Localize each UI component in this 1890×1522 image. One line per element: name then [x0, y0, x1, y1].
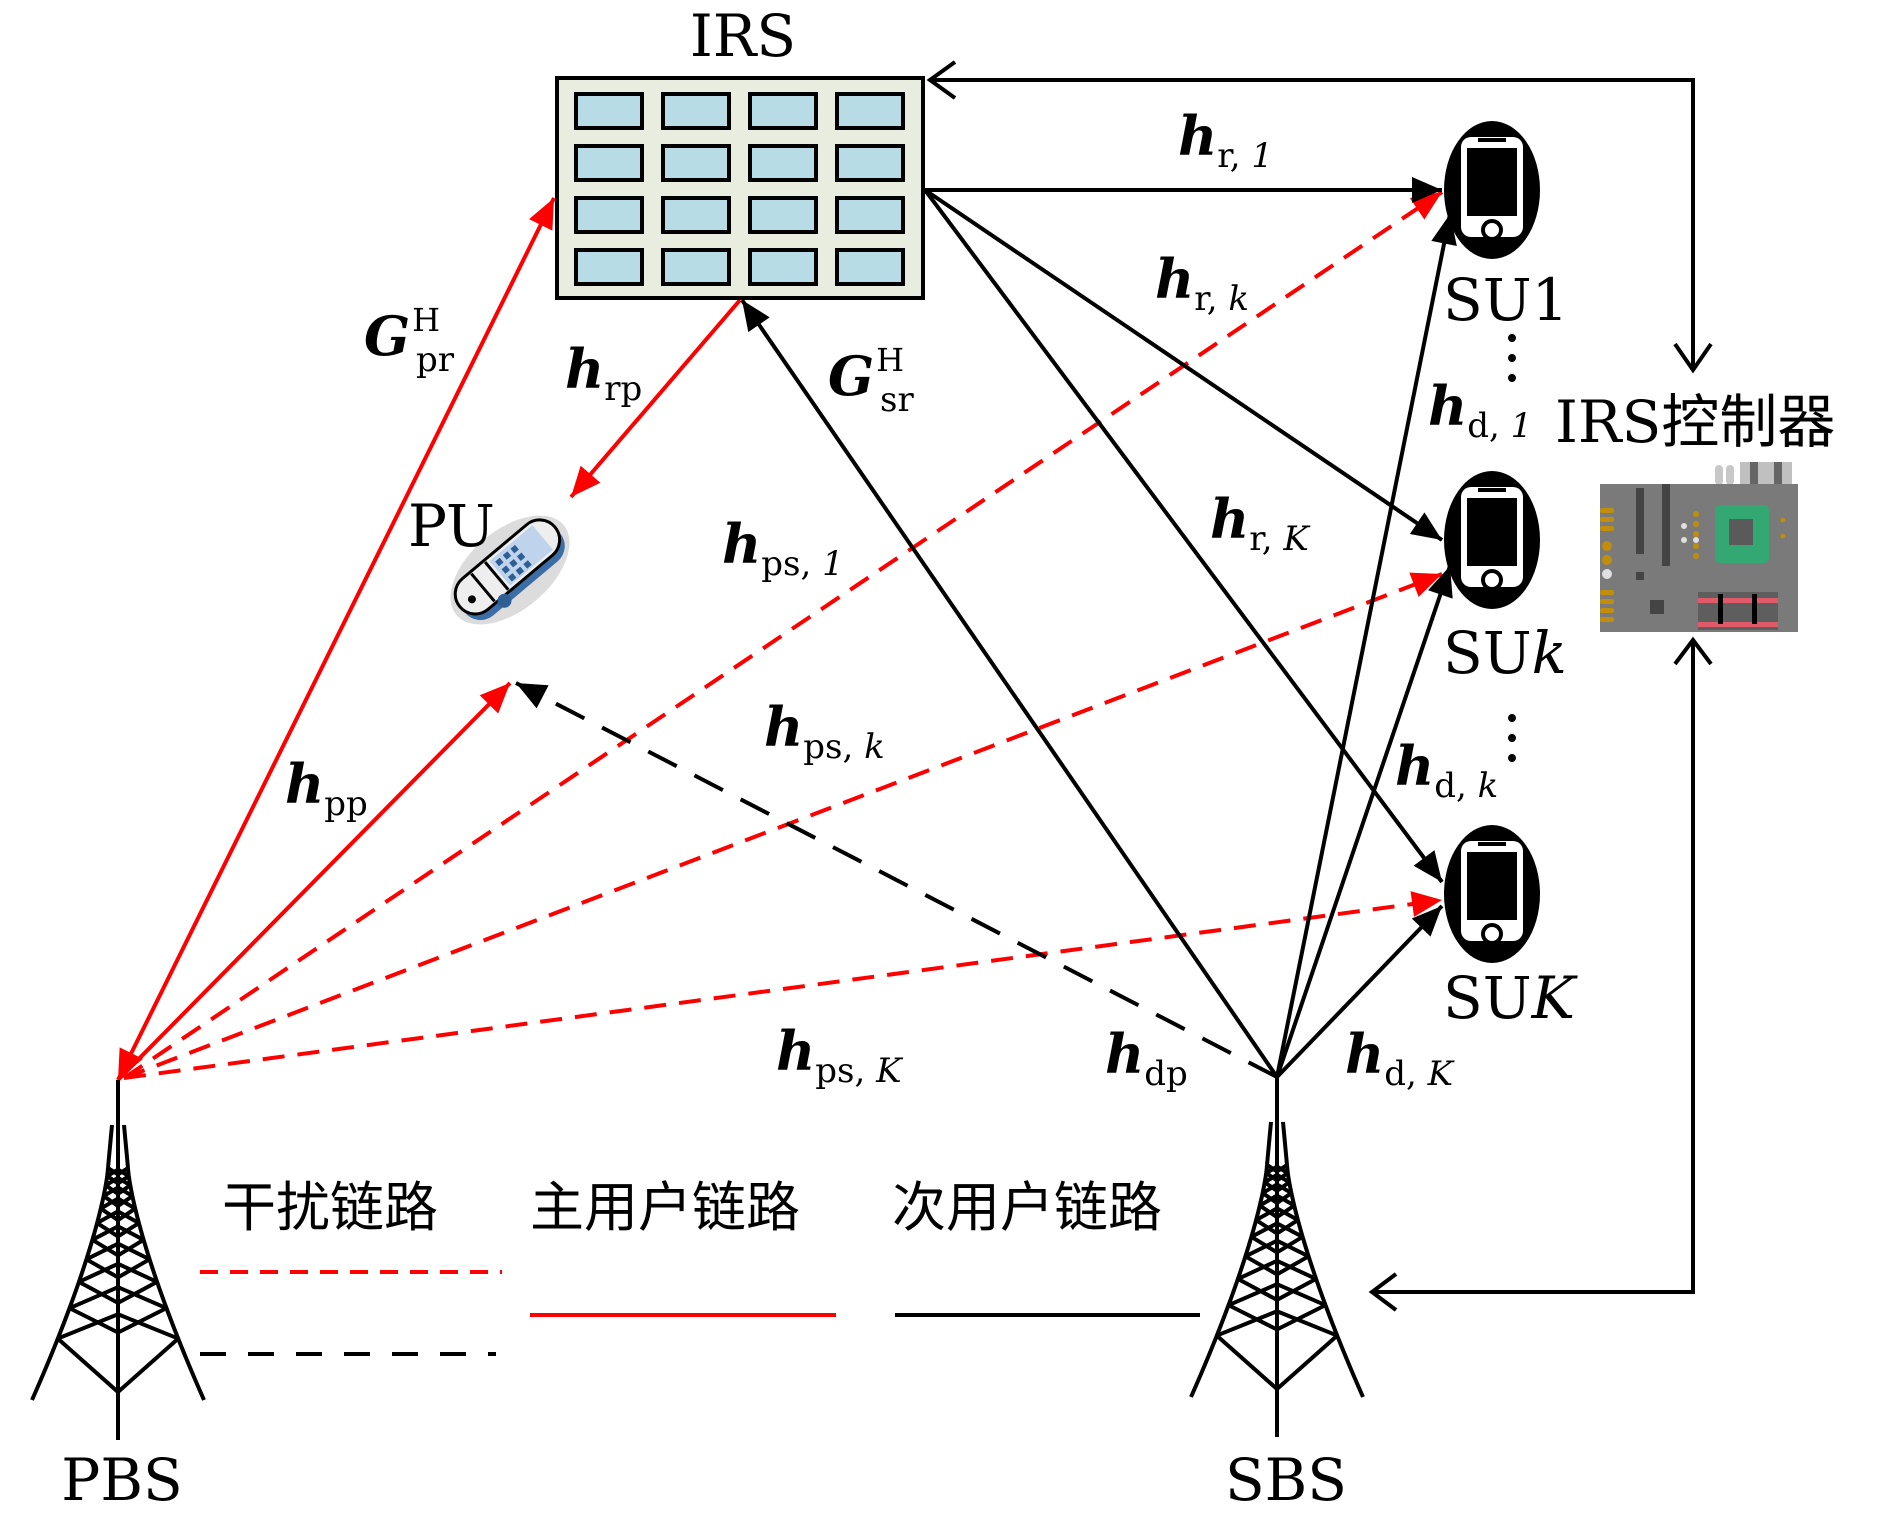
channel-label-h_d1: hd, 1: [1428, 374, 1532, 446]
sbs-arrow-head-icon: [1368, 1272, 1398, 1312]
irs-element: [574, 144, 644, 182]
suK-phone-icon: [1444, 825, 1540, 963]
arrow-head-icon: [571, 465, 601, 497]
ellipsis-su1-suk: [1508, 334, 1516, 382]
arrow-head-icon: [479, 683, 510, 714]
channel-label-h_ps1: hps, 1: [722, 512, 844, 584]
irs-element: [661, 248, 731, 286]
controller-board-icon: [1600, 462, 1798, 632]
link-h_dp: [515, 681, 1278, 1079]
irs-element: [835, 196, 905, 234]
ellipsis-suk-suK: [1508, 714, 1516, 762]
channel-label-h_rk: hr, k: [1155, 247, 1249, 319]
link-h_d1: [1275, 213, 1452, 1078]
channel-label-h_psk: hps, k: [764, 695, 885, 767]
link-h_psk: [123, 572, 1443, 1080]
irs-element: [574, 92, 644, 130]
controller-arrow-head-icon: [1673, 342, 1713, 374]
irs-arrow-head-icon: [926, 60, 957, 100]
legend: 干扰链路 主用户链路 次用户链路: [200, 1176, 1200, 1356]
link-h_ps1: [122, 190, 1444, 1080]
arrow-head-icon: [529, 198, 554, 231]
link-h_rp: [569, 298, 742, 499]
arrow-head-icon: [1428, 566, 1453, 599]
legend-primary-label: 主用户链路: [530, 1176, 800, 1239]
link-h_rk: [923, 188, 1444, 542]
channel-label-h_rp: hrp: [565, 337, 642, 409]
arrow-head-icon: [1409, 572, 1442, 597]
sbs-control-line: [1372, 640, 1695, 1294]
irs-control-line: [930, 78, 1695, 368]
irs-element: [748, 92, 818, 130]
pu-phone-icon: [450, 515, 570, 625]
irs-element: [835, 92, 905, 130]
link-h_psK: [123, 898, 1443, 1080]
channel-label-h_dk: hd, k: [1395, 734, 1498, 806]
arrow-head-icon: [1412, 177, 1442, 203]
arrow-head-icon: [742, 300, 770, 333]
legend-secondary-label: 次用户链路: [892, 1176, 1162, 1239]
irs-element: [574, 248, 644, 286]
arrow-head-icon: [1410, 891, 1442, 917]
su1-phone-icon: [1444, 121, 1540, 259]
arrow-head-icon: [516, 683, 549, 709]
pbs-tower-icon: [30, 1080, 206, 1440]
irs-element: [661, 92, 731, 130]
irs-label: IRS: [690, 2, 796, 70]
irs-element: [574, 196, 644, 234]
link-h_dK: [1275, 904, 1444, 1079]
link-G_pr: [116, 197, 556, 1081]
sbs-label: SBS: [1225, 1446, 1347, 1514]
irs-element: [748, 144, 818, 182]
suK-label: SUK: [1443, 964, 1579, 1032]
irs-element: [835, 144, 905, 182]
irs-element: [661, 144, 731, 182]
arrow-head-icon: [1411, 906, 1442, 937]
controller-label: IRS控制器: [1555, 388, 1835, 456]
pu-label: PU: [408, 492, 495, 560]
channel-label-h_dK: hd, K: [1345, 1022, 1456, 1094]
controller-up-arrow-icon: [1673, 636, 1713, 666]
channel-label-h_r1: hr, 1: [1178, 104, 1273, 176]
su1-label: SU1: [1443, 266, 1569, 334]
pbs-label: PBS: [61, 1446, 182, 1514]
suk-phone-icon: [1444, 471, 1540, 609]
arrow-head-icon: [1413, 850, 1442, 882]
irs-element: [835, 248, 905, 286]
channel-label-h_dp: hdp: [1105, 1022, 1188, 1094]
irs-element: [748, 248, 818, 286]
control-loop: [926, 60, 1713, 1312]
link-h_pp: [116, 681, 512, 1082]
irs-panel: IRS: [555, 2, 925, 300]
legend-interference-label: 干扰链路: [222, 1176, 438, 1239]
channel-label-h_rK: hr, K: [1210, 487, 1311, 559]
irs-element: [661, 196, 731, 234]
link-G_sr: [740, 298, 1279, 1079]
sbs-tower-icon: [1189, 1077, 1365, 1437]
suk-label: SUk: [1443, 619, 1567, 687]
arrow-head-icon: [1409, 512, 1442, 540]
channel-label-h_psK: hps, K: [776, 1019, 904, 1091]
link-h_dk: [1275, 565, 1452, 1078]
irs-element: [748, 196, 818, 234]
link-h_rK: [923, 188, 1444, 884]
channel-label-h_pp: hpp: [285, 752, 368, 824]
